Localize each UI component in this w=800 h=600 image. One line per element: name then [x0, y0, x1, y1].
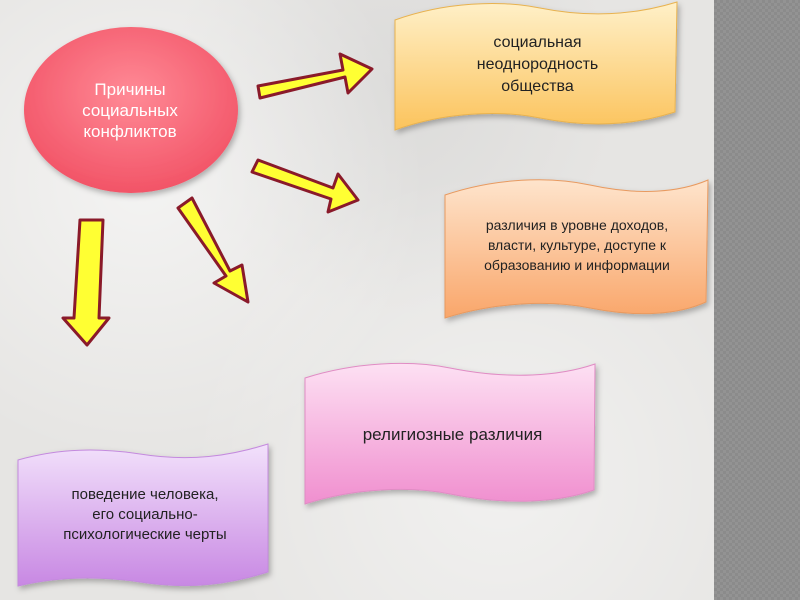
- side-strip: [714, 0, 800, 600]
- center-title: Причины социальных конфликтов: [82, 79, 178, 141]
- cause-income-differences: различия в уровне доходов, власти, культ…: [484, 217, 670, 273]
- banner-religious-differences: [304, 362, 596, 505]
- arrow-to-behavior: [61, 218, 111, 347]
- banner-social-heterogeneity: [394, 1, 678, 131]
- cause-behavior: поведение человека, его социально- психо…: [63, 486, 227, 543]
- banner-income-differences: [444, 179, 709, 319]
- arrow-to-social-heterogeneity: [256, 52, 374, 100]
- cause-religious-differences: религиозные различия: [362, 425, 543, 444]
- arrow-to-religious-differences: [176, 196, 250, 304]
- banner-behavior: [17, 443, 269, 587]
- cause-social-heterogeneity: социальная неоднородность общества: [476, 34, 599, 95]
- center-ellipse: [24, 27, 238, 193]
- arrow-to-income-differences: [250, 158, 360, 214]
